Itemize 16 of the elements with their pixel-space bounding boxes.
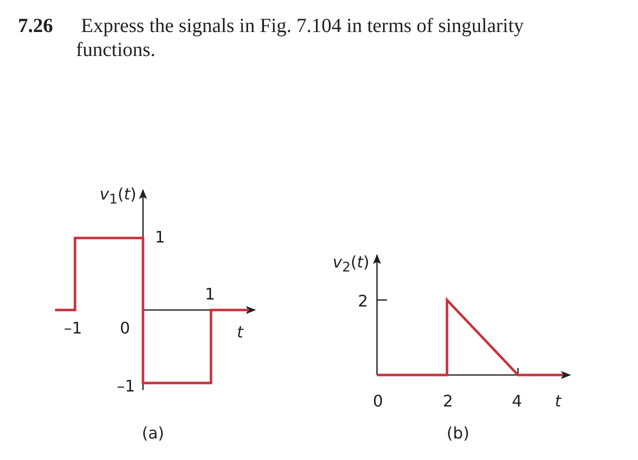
tick-label: 1 [204,284,216,304]
panel-label: (b) [446,424,470,442]
axis-label: t [554,392,562,410]
axis-label: t [236,322,244,342]
axis-label: v$_{1}$(t) [100,184,136,208]
tick-label: –1 [116,376,136,396]
tick-label: 0 [372,392,384,410]
tick-label: 4 [512,392,522,410]
tick-label: 1 [154,228,166,246]
tick-label: –1 [64,318,82,338]
problem-statement: 7.26 Express the signals in Fig. 7.104 in terms of singularity functions. [18,14,525,62]
tick-label: 2 [358,292,368,310]
tick-label: 2 [442,392,454,410]
axis-label: v$_{2}$(t) [332,252,370,276]
panel-label: (a) [142,424,164,442]
tick-label: 0 [120,318,130,338]
